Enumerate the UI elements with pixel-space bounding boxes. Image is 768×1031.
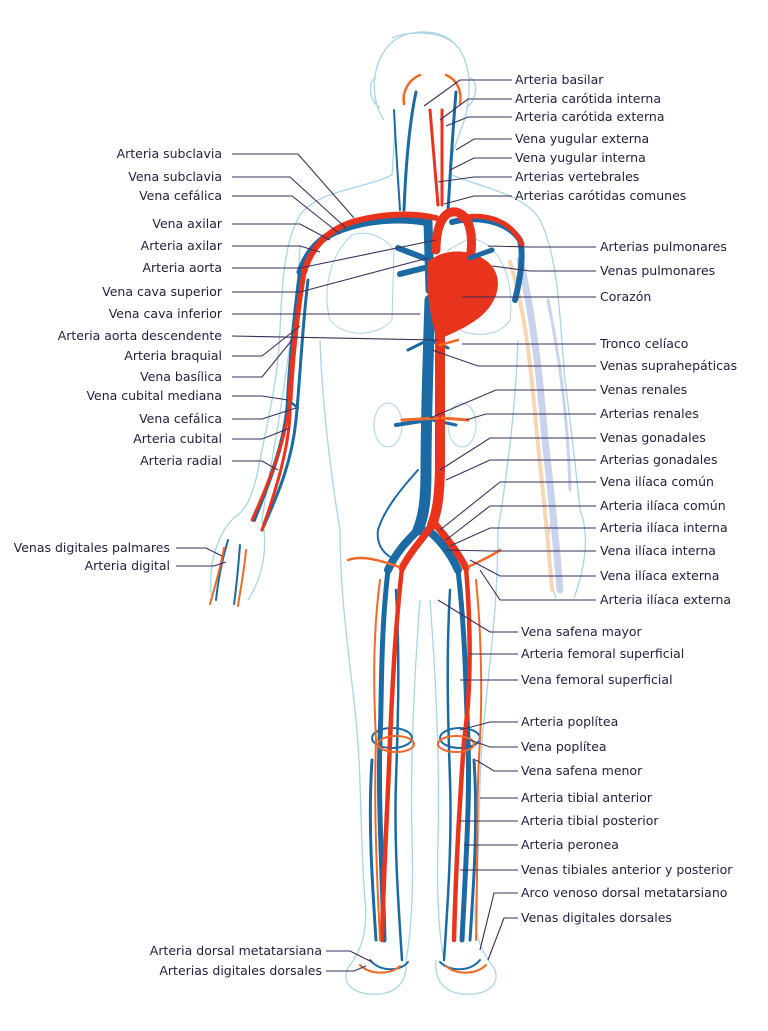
label-vena-cefalica-lower: Vena cefálica bbox=[139, 411, 222, 426]
label-arteria-iliaca-interna: Arteria ilíaca interna bbox=[600, 520, 728, 535]
label-arteria-aorta: Arteria aorta bbox=[142, 260, 222, 275]
label-vena-femoral-superficial: Vena femoral superficial bbox=[521, 672, 673, 687]
label-vena-yugular-externa: Vena yugular externa bbox=[515, 131, 649, 146]
label-arterias-gonadales: Arterias gonadales bbox=[600, 452, 717, 467]
label-arteria-radial: Arteria radial bbox=[140, 453, 222, 468]
label-tronco-celiaco: Tronco celíaco bbox=[599, 336, 688, 351]
label-arterias-carotidas-comunes: Arterias carótidas comunes bbox=[515, 188, 686, 203]
label-vena-cava-inferior: Vena cava inferior bbox=[109, 306, 223, 321]
label-arco-venoso: Arco venoso dorsal metatarsiano bbox=[521, 885, 727, 900]
label-arteria-peronea: Arteria peronea bbox=[521, 837, 619, 852]
label-arterias-renales: Arterias renales bbox=[600, 406, 699, 421]
label-arteria-braquial: Arteria braquial bbox=[124, 348, 222, 363]
label-arteria-dorsal-metatarsiana: Arteria dorsal metatarsiana bbox=[150, 943, 322, 958]
label-venas-digitales-dorsales: Venas digitales dorsales bbox=[521, 910, 672, 925]
label-arteria-basilar: Arteria basilar bbox=[515, 72, 604, 87]
label-vena-cava-superior: Vena cava superior bbox=[102, 284, 223, 299]
label-arteria-subclavia: Arteria subclavia bbox=[117, 146, 222, 161]
label-vena-basilica: Vena basílica bbox=[140, 369, 222, 384]
label-arteria-carotida-externa: Arteria carótida externa bbox=[515, 109, 664, 124]
label-arteria-tibial-posterior: Arteria tibial posterior bbox=[521, 813, 659, 828]
leader-lines bbox=[176, 79, 596, 972]
label-vena-poplitea: Vena poplítea bbox=[521, 739, 607, 754]
label-arteria-cubital: Arteria cubital bbox=[133, 431, 222, 446]
label-arteria-carotida-interna: Arteria carótida interna bbox=[515, 91, 661, 106]
label-venas-tibiales: Venas tibiales anterior y posterior bbox=[521, 862, 733, 877]
right-kidney bbox=[447, 402, 477, 448]
label-vena-iliaca-externa: Vena ilíaca externa bbox=[600, 568, 719, 583]
label-arterias-vertebrales: Arterias vertebrales bbox=[515, 169, 639, 184]
label-arteria-poplitea: Arteria poplítea bbox=[521, 714, 618, 729]
label-vena-cubital-mediana: Vena cubital mediana bbox=[86, 388, 222, 403]
labels-left: Arteria subclavia Vena subclavia Vena ce… bbox=[14, 146, 322, 978]
heart bbox=[395, 245, 498, 340]
label-vena-safena-mayor: Vena safena mayor bbox=[521, 624, 643, 639]
label-arteria-axilar: Arteria axilar bbox=[141, 238, 223, 253]
label-arteria-aorta-descendente: Arteria aorta descendente bbox=[58, 328, 223, 343]
label-vena-iliaca-interna: Vena ilíaca interna bbox=[600, 543, 716, 558]
label-arteria-iliaca-comun: Arteria ilíaca común bbox=[600, 498, 726, 513]
label-arteria-digital: Arteria digital bbox=[85, 558, 170, 573]
label-arteria-iliaca-externa: Arteria ilíaca externa bbox=[600, 592, 731, 607]
label-arteria-femoral-superficial: Arteria femoral superficial bbox=[521, 646, 684, 661]
label-arterias-digitales-dorsales: Arterias digitales dorsales bbox=[159, 963, 322, 978]
label-venas-suprahepaticas: Venas suprahepáticas bbox=[600, 358, 737, 373]
label-arteria-tibial-anterior: Arteria tibial anterior bbox=[521, 790, 653, 805]
label-corazon: Corazón bbox=[600, 289, 651, 304]
label-arterias-pulmonares: Arterias pulmonares bbox=[600, 239, 727, 254]
label-vena-safena-menor: Vena safena menor bbox=[521, 763, 643, 778]
label-vena-cefalica-upper: Vena cefálica bbox=[139, 188, 222, 203]
labels-right: Arteria basilar Arteria carótida interna… bbox=[515, 72, 737, 925]
right-arm-faint bbox=[508, 256, 572, 594]
label-venas-pulmonares: Venas pulmonares bbox=[600, 263, 715, 278]
label-venas-gonadales: Venas gonadales bbox=[600, 430, 706, 445]
label-vena-subclavia: Vena subclavia bbox=[128, 169, 222, 184]
label-vena-iliaca-comun: Vena ilíaca común bbox=[600, 474, 714, 489]
label-venas-renales: Venas renales bbox=[600, 382, 687, 397]
label-vena-yugular-interna: Vena yugular interna bbox=[515, 150, 646, 165]
label-vena-axilar: Vena axilar bbox=[152, 216, 222, 231]
label-venas-digitales-palmares: Venas digitales palmares bbox=[14, 540, 170, 555]
